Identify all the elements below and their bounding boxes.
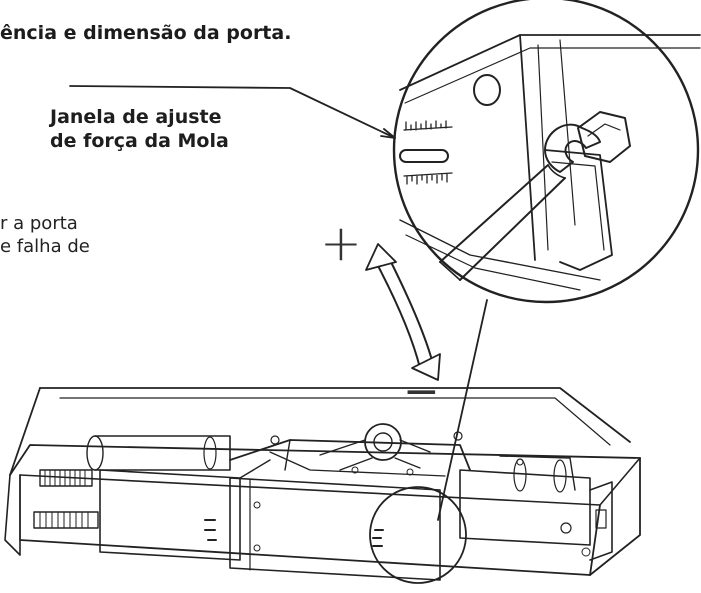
side-note-line-1: r a porta <box>0 213 78 234</box>
callout-line-2: de força da Mola <box>50 129 229 152</box>
zoom-connector <box>437 299 488 521</box>
spring-window-callout: Janela de ajuste de força da Mola <box>50 106 229 154</box>
side-note-line-2: e falha de <box>0 235 90 257</box>
hex-bolt <box>577 111 631 163</box>
scale-ticks-bottom <box>403 172 453 185</box>
scale-ticks-top <box>403 120 453 131</box>
magnifier-circle <box>392 0 700 304</box>
minus-symbol: − <box>403 366 440 417</box>
rotation-arrow <box>375 261 421 369</box>
callout-line-1: Janela de ajuste <box>50 106 222 128</box>
terminal-block-bottom <box>33 511 99 529</box>
plus-symbol: + <box>320 214 362 272</box>
door-operator <box>4 387 641 584</box>
side-note: r a porta e falha de <box>0 213 90 258</box>
page-title: ência e dimensão da porta. <box>0 22 292 44</box>
wrench-tool <box>544 123 601 173</box>
magnifier-detail <box>392 0 701 304</box>
leader-line <box>69 85 396 139</box>
leader-arrowhead <box>380 128 396 139</box>
detail-circle <box>369 486 467 584</box>
terminal-block-top <box>39 469 93 487</box>
adjustment-window <box>399 149 449 163</box>
